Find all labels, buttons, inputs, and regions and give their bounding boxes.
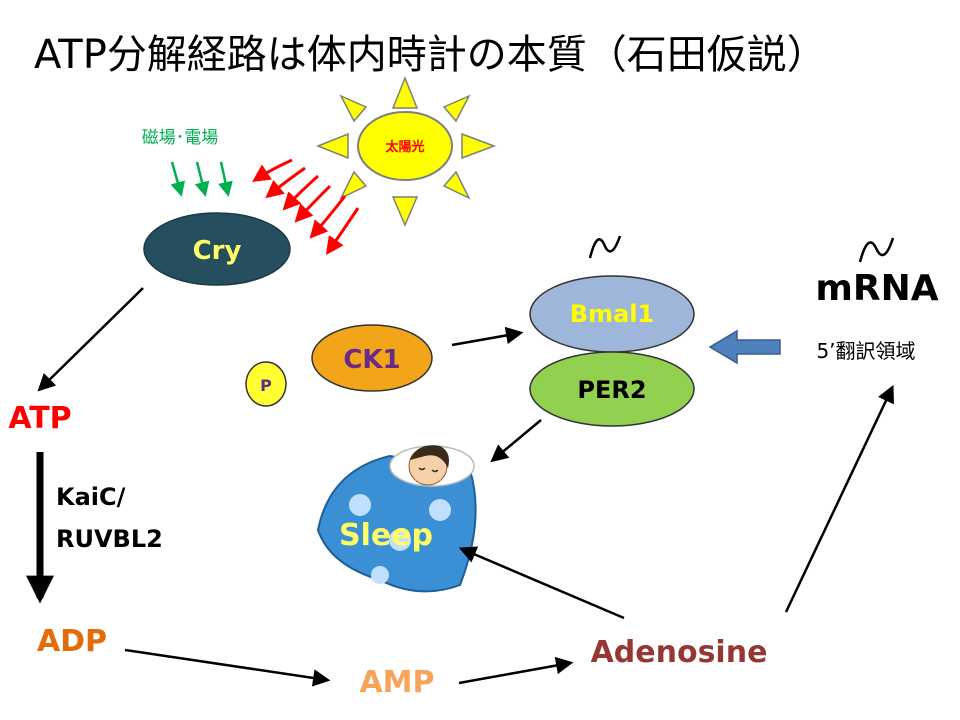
- cry-label: Cry: [193, 236, 242, 266]
- adenosine-to-mrna-arrow: [784, 384, 894, 613]
- magnetic-field-label: 磁場･電場: [142, 128, 219, 148]
- bmal1-label: Bmal1: [570, 300, 654, 328]
- cry-node: [143, 212, 291, 286]
- mrna-label: mRNA: [815, 268, 938, 309]
- cry-to-atp-arrow: [37, 287, 144, 392]
- adenosine-to-sleep-arrow: [458, 546, 625, 620]
- page-title: ATP分解経路は体内時計の本質（石田仮説）: [34, 32, 827, 78]
- phosphate-node: [245, 361, 287, 407]
- phosphate-label: P: [260, 376, 272, 395]
- adp-label: ADP: [37, 624, 107, 659]
- block-arrow-icon: [708, 329, 781, 365]
- per2-to-sleep-arrow: [490, 419, 542, 463]
- per2-node: [529, 351, 695, 427]
- adp-to-amp-arrow: [124, 648, 331, 687]
- adenosine-label: Adenosine: [591, 635, 768, 670]
- ck1-node: [311, 324, 433, 392]
- sun-icon: [315, 75, 497, 227]
- wave-icon-mrna: [858, 237, 895, 263]
- amp-label: AMP: [359, 665, 434, 700]
- utr-label: 5’翻訳領域: [816, 339, 915, 363]
- per2-label: PER2: [577, 376, 646, 404]
- ck1-to-bmal1-arrow: [451, 326, 524, 347]
- magnetic-arrows: [170, 161, 233, 197]
- sleep-label: Sleep: [339, 518, 433, 553]
- ck1-label: CK1: [343, 345, 400, 375]
- amp-to-adenosine-arrow: [458, 656, 574, 685]
- atp-label: ATP: [8, 401, 71, 436]
- sun-label: 太陽光: [384, 139, 424, 155]
- sunlight-arrows: [252, 158, 360, 255]
- sleeping-person-icon: [316, 445, 477, 593]
- wave-icon-bmal1: [588, 235, 622, 259]
- kaic-label: KaiC/ RUVBL2: [56, 483, 163, 553]
